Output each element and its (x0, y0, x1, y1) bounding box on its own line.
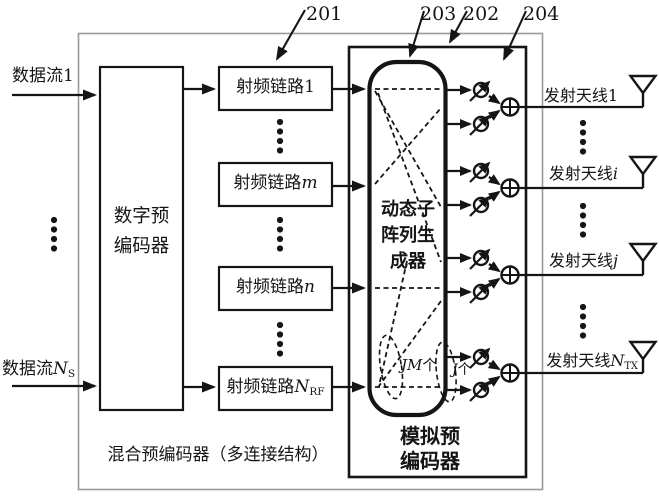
rf-ellipsis-dots (276, 216, 284, 252)
stream-input-arrows (12, 89, 97, 392)
data-stream-ns-label: 数据流NS (2, 359, 76, 381)
ref-label-204: 204 (523, 3, 560, 25)
combiner-icon (500, 178, 520, 198)
rf-chain-nrf-box (217, 365, 334, 412)
jm-group-ellipse (378, 334, 404, 400)
j-group-ellipse (435, 341, 457, 403)
antenna-icon (629, 242, 657, 277)
rf-chain-n-box (217, 265, 334, 312)
rf-chain-boxes (217, 65, 334, 412)
reference-leader-arrows (276, 9, 527, 61)
antenna-ellipsis-dots (579, 303, 587, 339)
combiner-icon (500, 97, 520, 117)
generator-to-phase-shifter-arrows (446, 85, 472, 395)
ref-label-201: 201 (306, 3, 343, 25)
antenna-ellipsis-dots (579, 119, 587, 155)
jm-count-label: JM个 (401, 356, 438, 374)
subarray-generator-label: 动态子 阵列生 成器 (381, 199, 435, 272)
phase-shifter-to-combiner-arrows (487, 93, 501, 387)
tx-antenna-ntx-label: 发射天线NTX (546, 351, 638, 372)
antenna-feed-wires (518, 105, 643, 375)
rf-ellipsis-dots (276, 118, 284, 154)
antenna-icon (629, 155, 657, 190)
subarray-generator-box (367, 59, 448, 418)
rf-chain-m-label: 射频链路m (233, 173, 318, 193)
rf-chain-n-label: 射频链路n (236, 277, 315, 297)
analog-precoder-label: 模拟预 编码器 (400, 424, 460, 473)
rf-chain-nrf-label: 射频链路NRF (226, 377, 325, 399)
rf-chain-1-label: 射频链路1 (236, 77, 315, 97)
tx-antenna-j-label: 发射天线j (549, 251, 618, 270)
digital-precoder-box (98, 65, 185, 412)
tx-antenna-1-label: 发射天线1 (543, 86, 618, 105)
j-count-label: J个 (452, 362, 472, 378)
digital-to-rf-arrows (183, 83, 216, 393)
antenna-icon (629, 74, 657, 109)
data-stream-1-label: 数据流1 (12, 66, 74, 86)
ref-label-203: 203 (420, 3, 457, 25)
hybrid-precoder-box (77, 32, 544, 491)
hybrid-precoder-caption: 混合预编码器（多连接结构） (107, 445, 329, 465)
stream-ellipsis-dots (50, 216, 58, 252)
digital-precoder-label: 数字预 编码器 (113, 206, 170, 257)
rf-to-generator-arrows (332, 83, 366, 393)
ref-label-202: 202 (463, 3, 500, 25)
antenna-ellipsis-dots (579, 202, 587, 238)
combiner-icon (500, 265, 520, 285)
tx-antenna-i-label: 发射天线i (548, 164, 618, 183)
combiner-icon (500, 363, 520, 383)
rf-ellipsis-dots (276, 321, 284, 357)
rf-chain-m-box (217, 161, 334, 208)
